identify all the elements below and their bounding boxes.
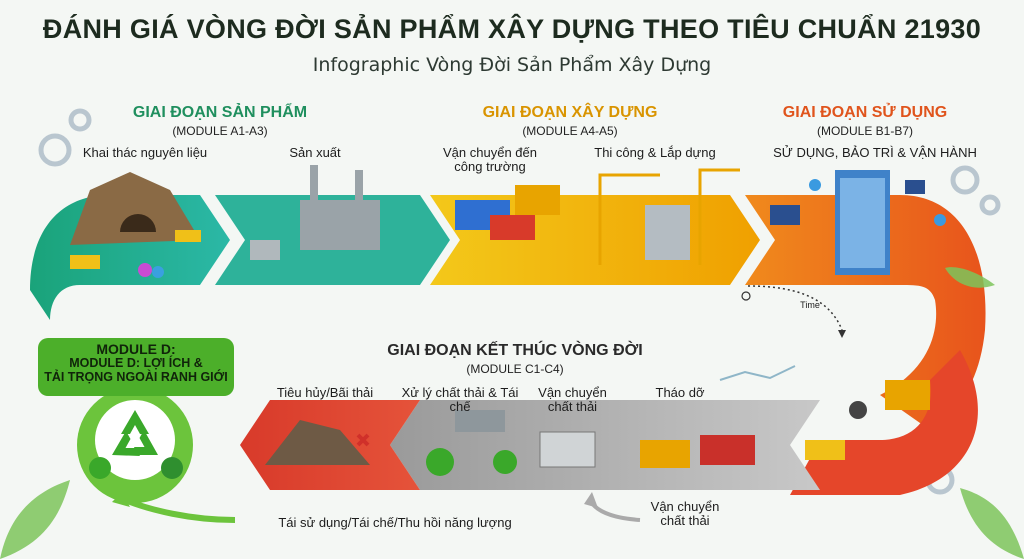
step-construction: Thi công & Lắp dựng [594,145,716,160]
stage-construction-heading: GIAI ĐOẠN XÂY DỰNG (MODULE A4-A5) [460,104,680,140]
demolition-icon [805,380,930,460]
trend-line-icon [719,365,796,381]
use-stage-arrow [745,195,986,430]
time-label: Time [800,300,820,310]
step-waste-processing: Xử lý chất thải & Tái chế [401,385,519,414]
page-subtitle: Infographic Vòng Đời Sản Phẩm Xây Dựng [312,54,712,76]
step-landfill: Tiêu hủy/Bãi thải [276,385,374,400]
step-transport-site: Vận chuyển đến công trường [443,145,537,174]
recycling-facility-icon [426,410,517,476]
clock-icon [741,291,751,301]
solar-panel-icon [770,180,925,225]
recycle-small-icon [89,457,111,479]
factory-icon [250,165,380,260]
reuse-label: Tái sử dụng/Tái chế/Thu hồi năng lượng [278,515,512,530]
stage-construction-module: (MODULE A4-A5) [522,124,618,138]
building-frame [645,205,690,260]
transport-return-arrow [588,498,641,522]
step-waste-transport-return: Vận chuyển chất thải [650,499,720,528]
crane-icon [598,168,740,265]
stage-product-module: (MODULE A1-A3) [172,124,268,138]
landfill-icon [265,420,370,465]
module-d-title: MODULE D: [96,341,176,357]
stage-end-module: (MODULE C1-C4) [466,362,564,376]
excavator-icon [70,230,201,269]
waste-truck-icon [539,431,755,468]
stage-construction-name: GIAI ĐOẠN XÂY DỰNG [482,104,658,121]
recycle-icon [112,410,158,456]
leaf-icon [0,267,1024,559]
module-d-box: MODULE D: MODULE D: LỢI ÍCH & TẢI TRỌNG … [38,338,234,396]
stage-end-name: GIAI ĐOẠN KẾT THÚC VÒNG ĐỜI [387,342,643,359]
stage-use-heading: GIAI ĐOẠN SỬ DỤNG (MODULE B1-B7) [755,104,975,140]
step-demolition: Tháo dỡ [655,385,705,400]
mine-icon [70,172,200,278]
page-title: ĐÁNH GIÁ VÒNG ĐỜI SẢN PHẨM XÂY DỰNG THEO… [42,14,982,44]
module-d-line2: MODULE D: LỢI ÍCH & [69,356,203,370]
stage-use-name: GIAI ĐOẠN SỬ DỤNG [782,104,948,121]
stage-use-module: (MODULE B1-B7) [816,124,914,138]
flask-icon [161,457,183,479]
step-manufacture: Sản xuất [289,145,341,160]
step-waste-transport: Vận chuyển chất thải [538,385,607,414]
building-icon [835,170,890,275]
time-arrow [747,285,843,331]
step-use-maintain: SỬ DỤNG, BẢO TRÌ & VẬN HÀNH [773,145,977,160]
module-d-line3: TẢI TRỌNG NGOÀI RANH GIỚI [44,370,228,384]
stage-end-heading: GIAI ĐOẠN KẾT THÚC VÒNG ĐỜI (MODULE C1-C… [350,342,680,378]
water-drop-icon [809,179,946,226]
stage-product-name: GIAI ĐOẠN SẢN PHẨM [132,104,308,121]
truck-icon [455,185,560,240]
step-raw-material: Khai thác nguyên liệu [82,145,208,160]
stage-product-heading: GIAI ĐOẠN SẢN PHẨM (MODULE A1-A3) [110,104,330,140]
return-arrow [123,497,236,523]
